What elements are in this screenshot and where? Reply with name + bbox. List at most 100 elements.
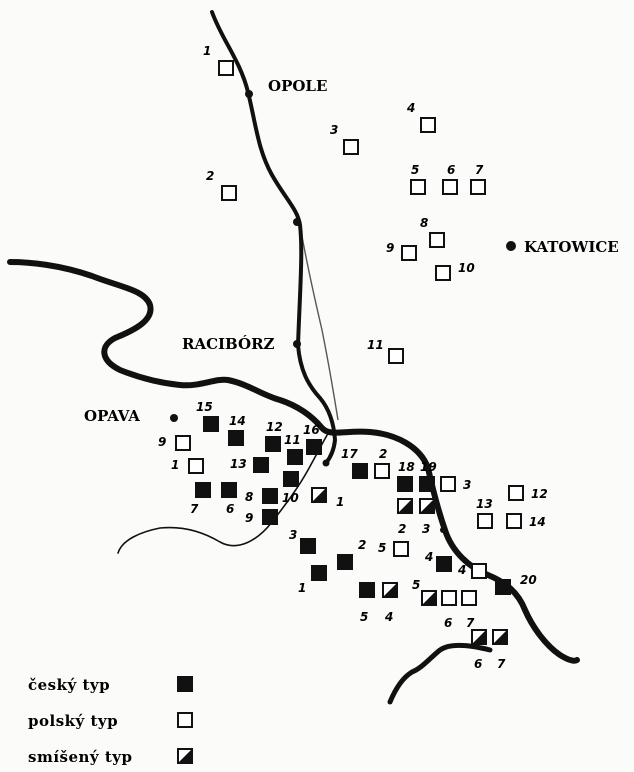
site-s8b — [262, 488, 278, 504]
river-thin-south — [117, 429, 331, 554]
site-label-s2e: 2 — [358, 538, 366, 552]
site-s2-box — [221, 185, 237, 201]
site-s2d — [397, 498, 413, 514]
site-label-s1e: 1 — [298, 581, 306, 595]
site-label-s3e: 3 — [289, 528, 297, 542]
site-s6g-box — [441, 590, 457, 606]
confluence-dot — [322, 459, 330, 467]
site-s8b-box — [262, 488, 278, 504]
site-s10b-box — [283, 471, 299, 487]
site-label-s17c: 17 — [341, 447, 358, 461]
site-label-s1c: 1 — [336, 495, 344, 509]
site-s12b-box — [265, 436, 281, 452]
katowice-dot — [506, 241, 516, 251]
site-s6b — [221, 482, 237, 498]
site-s5f — [359, 582, 375, 598]
site-s4e — [436, 556, 452, 572]
site-s4g-box — [471, 563, 487, 579]
site-s14d — [506, 513, 522, 529]
site-label-s1b: 1 — [171, 458, 179, 472]
site-label-s6b: 6 — [226, 502, 234, 516]
site-label-s12d: 12 — [531, 487, 548, 501]
site-s2c-box — [374, 463, 390, 479]
river-detail — [299, 224, 339, 421]
site-s14-box — [228, 430, 244, 446]
site-s7g-box — [461, 590, 477, 606]
city-label-opole: OPOLE — [268, 77, 327, 95]
site-label-s2: 2 — [206, 169, 214, 183]
site-s7g — [461, 590, 477, 606]
site-label-s1: 1 — [203, 44, 211, 58]
site-s7b-box — [195, 482, 211, 498]
site-s1c-half-fill — [312, 488, 326, 502]
site-s10b — [283, 471, 299, 487]
site-s3c — [440, 476, 456, 492]
site-label-s6g: 6 — [444, 616, 452, 630]
site-label-s6h: 6 — [474, 657, 482, 671]
site-s9b — [175, 435, 191, 451]
legend-symbols — [177, 676, 193, 764]
site-label-s3d: 3 — [422, 522, 430, 536]
site-label-s12b: 12 — [266, 420, 283, 434]
site-s15 — [203, 416, 219, 432]
site-s1b-box — [188, 458, 204, 474]
site-s20-box — [495, 579, 511, 595]
site-label-s20: 20 — [520, 573, 537, 587]
site-s16b-box — [306, 439, 322, 455]
site-s9b-box — [175, 435, 191, 451]
site-s4e-box — [436, 556, 452, 572]
site-s3e-box — [300, 538, 316, 554]
site-label-s9: 9 — [386, 241, 394, 255]
legend-symbol-pl-box — [177, 712, 193, 728]
raciborz-dot — [293, 340, 301, 348]
site-label-s2d: 2 — [398, 522, 406, 536]
site-s3-box — [343, 139, 359, 155]
site-label-s15: 15 — [196, 400, 213, 414]
site-s12d-box — [508, 485, 524, 501]
site-s5g — [421, 590, 437, 606]
site-label-s4: 4 — [406, 101, 415, 115]
legend-symbol-mix — [177, 748, 193, 764]
site-s13d-box — [477, 513, 493, 529]
site-label-s4e: 4 — [424, 550, 433, 564]
city-label-opava: OPAVA — [84, 407, 140, 425]
site-label-s5g: 5 — [412, 578, 420, 592]
site-s9c-box — [262, 509, 278, 525]
legend-label-mix: smíšený typ — [28, 748, 132, 766]
river-point-dot — [293, 218, 301, 226]
site-s3d-half-fill — [420, 499, 434, 513]
site-label-s7g: 7 — [466, 616, 475, 630]
site-label-s10: 10 — [458, 261, 475, 275]
site-s11b-box — [287, 449, 303, 465]
site-s7b — [195, 482, 211, 498]
site-s6-box — [442, 179, 458, 195]
site-label-s18c: 18 — [398, 460, 415, 474]
site-label-s6: 6 — [447, 163, 455, 177]
site-label-s3c: 3 — [463, 478, 471, 492]
site-label-s13b: 13 — [230, 457, 247, 471]
site-label-s4f: 4 — [384, 610, 393, 624]
site-label-s5: 5 — [411, 163, 419, 177]
site-label-s14: 14 — [229, 414, 246, 428]
site-s8-box — [429, 232, 445, 248]
site-s17c-box — [352, 463, 368, 479]
legend-label-cz: český typ — [28, 676, 110, 694]
site-s1e-box — [311, 565, 327, 581]
site-s5e — [393, 541, 409, 557]
site-label-s14d: 14 — [529, 515, 546, 529]
opava-dot — [170, 414, 178, 422]
site-s7h — [492, 629, 508, 645]
site-s10-box — [435, 265, 451, 281]
site-s8 — [429, 232, 445, 248]
site-s18c-box — [397, 476, 413, 492]
site-s3e — [300, 538, 316, 554]
site-s5 — [410, 179, 426, 195]
legend-symbol-cz-box — [177, 676, 193, 692]
site-s5f-box — [359, 582, 375, 598]
site-s9-box — [401, 245, 417, 261]
site-s20 — [495, 579, 511, 595]
city-label-raciborz: RACIBÓRZ — [182, 335, 275, 353]
site-s18c — [397, 476, 413, 492]
site-s11 — [388, 348, 404, 364]
